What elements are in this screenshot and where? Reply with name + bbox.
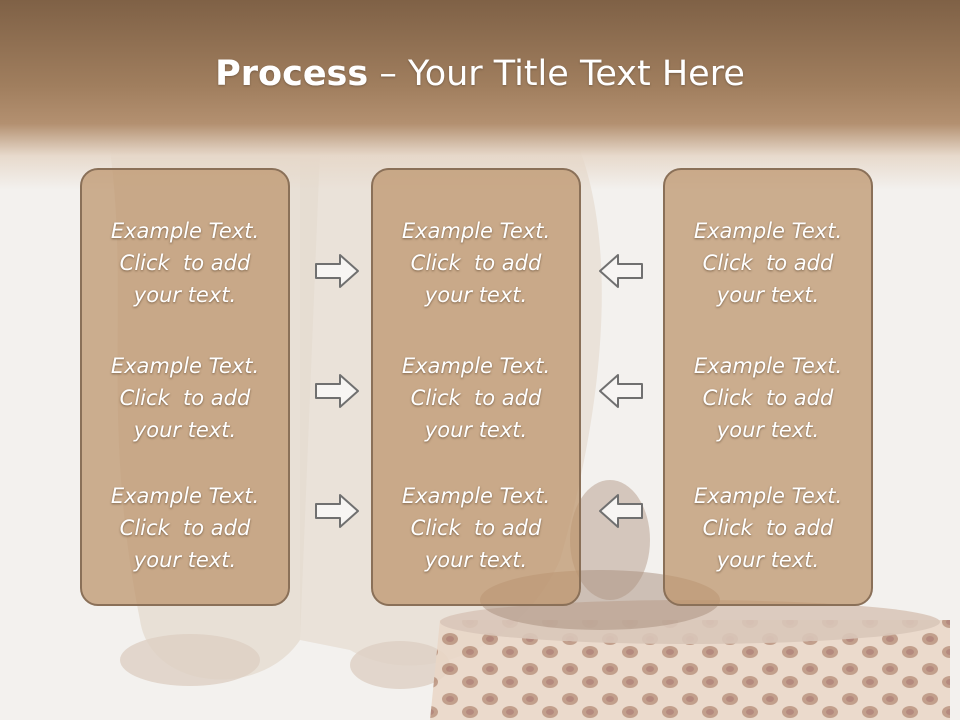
box-text[interactable]: Example Text. Click to add your text. bbox=[373, 350, 579, 446]
arrow-left-icon bbox=[599, 494, 643, 528]
text-line: your text. bbox=[716, 283, 820, 307]
process-box-right[interactable]: Example Text. Click to add your text. Ex… bbox=[663, 168, 873, 606]
text-line: Click to add bbox=[702, 386, 834, 410]
text-line: your text. bbox=[424, 283, 528, 307]
text-line: Click to add bbox=[702, 516, 834, 540]
text-line: Example Text. bbox=[401, 354, 551, 378]
text-line: Example Text. bbox=[401, 219, 551, 243]
text-line: Example Text. bbox=[401, 484, 551, 508]
text-line: Example Text. bbox=[110, 354, 260, 378]
title-rest: – Your Title Text Here bbox=[368, 54, 745, 94]
text-line: Click to add bbox=[119, 516, 251, 540]
box-text[interactable]: Example Text. Click to add your text. bbox=[665, 215, 871, 311]
slide-title[interactable]: Process – Your Title Text Here bbox=[0, 50, 960, 98]
arrow-left-icon bbox=[599, 254, 643, 288]
text-line: Example Text. bbox=[693, 219, 843, 243]
text-line: Click to add bbox=[410, 251, 542, 275]
text-line: Example Text. bbox=[110, 219, 260, 243]
process-box-left[interactable]: Example Text. Click to add your text. Ex… bbox=[80, 168, 290, 606]
text-line: Example Text. bbox=[693, 484, 843, 508]
arrow-right-icon bbox=[315, 254, 359, 288]
text-line: your text. bbox=[716, 548, 820, 572]
header-band bbox=[0, 0, 960, 190]
box-text[interactable]: Example Text. Click to add your text. bbox=[373, 215, 579, 311]
title-bold: Process bbox=[215, 54, 369, 94]
process-box-center[interactable]: Example Text. Click to add your text. Ex… bbox=[371, 168, 581, 606]
box-text[interactable]: Example Text. Click to add your text. bbox=[665, 480, 871, 576]
text-line: your text. bbox=[133, 548, 237, 572]
text-line: Example Text. bbox=[110, 484, 260, 508]
text-line: Click to add bbox=[410, 386, 542, 410]
text-line: your text. bbox=[424, 418, 528, 442]
box-text[interactable]: Example Text. Click to add your text. bbox=[82, 350, 288, 446]
text-line: Click to add bbox=[119, 251, 251, 275]
text-line: Example Text. bbox=[693, 354, 843, 378]
text-line: Click to add bbox=[702, 251, 834, 275]
box-text[interactable]: Example Text. Click to add your text. bbox=[82, 215, 288, 311]
text-line: your text. bbox=[716, 418, 820, 442]
text-line: your text. bbox=[133, 418, 237, 442]
box-text[interactable]: Example Text. Click to add your text. bbox=[82, 480, 288, 576]
arrow-right-icon bbox=[315, 494, 359, 528]
text-line: Click to add bbox=[119, 386, 251, 410]
text-line: Click to add bbox=[410, 516, 542, 540]
arrow-left-icon bbox=[599, 374, 643, 408]
text-line: your text. bbox=[133, 283, 237, 307]
arrow-right-icon bbox=[315, 374, 359, 408]
box-text[interactable]: Example Text. Click to add your text. bbox=[665, 350, 871, 446]
box-text[interactable]: Example Text. Click to add your text. bbox=[373, 480, 579, 576]
text-line: your text. bbox=[424, 548, 528, 572]
